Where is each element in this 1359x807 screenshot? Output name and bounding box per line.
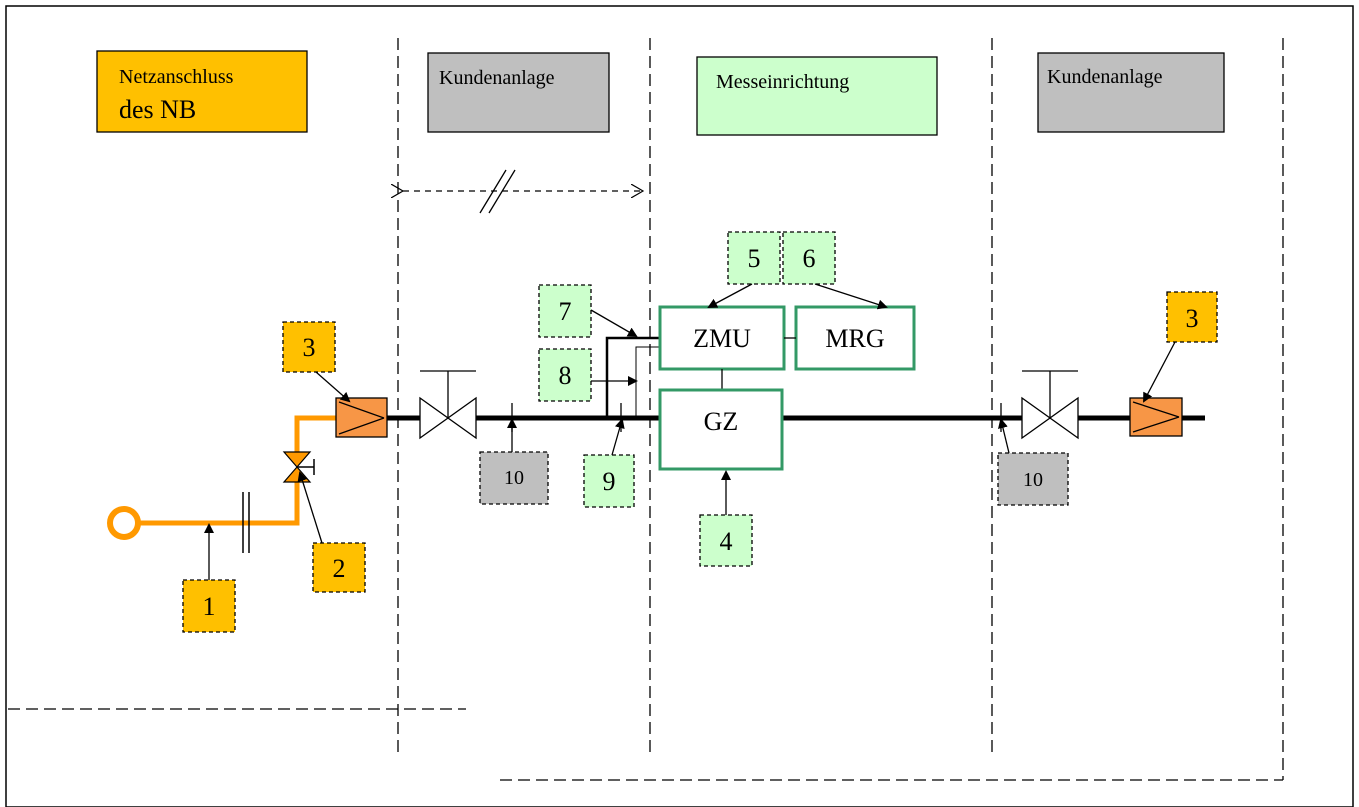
marker-3-left-label: 3: [303, 333, 316, 362]
netzanschluss-label-line2: des NB: [119, 95, 196, 124]
interrupted-span-arrow: [403, 169, 643, 214]
marker-5: 5: [727, 231, 781, 285]
main-shutoff-valve-icon: [282, 451, 315, 483]
marker-3-left: 3: [282, 321, 336, 373]
marker-2-label: 2: [333, 554, 346, 583]
messeinrichtung-label: Messeinrichtung: [716, 71, 849, 93]
marker-9-label: 9: [603, 467, 616, 496]
main-pipe-circle: [107, 506, 141, 540]
marker-8: 8: [538, 348, 592, 402]
marker-1: 1: [182, 579, 236, 633]
section-messeinrichtung: Messeinrichtung: [696, 56, 938, 136]
marker-2: 2: [312, 542, 366, 593]
marker-4-label: 4: [720, 527, 733, 556]
section-dividers: [8, 38, 1284, 781]
marker-10-right-label: 10: [1023, 469, 1043, 491]
marker-9: 9: [583, 454, 635, 508]
marker-7: 7: [538, 284, 592, 338]
kundenanlage-right-label: Kundenanlage: [1047, 66, 1163, 88]
zmu-temp-line: [635, 346, 660, 418]
mrg-label: MRG: [825, 324, 884, 353]
customer-valve-left-icon: [419, 370, 477, 440]
insulating-connector-left-icon: [335, 397, 388, 438]
section-kundenanlage-left: Kundenanlage: [427, 52, 610, 133]
insulating-connector-right-icon: [1129, 397, 1183, 437]
marker-5-label: 5: [748, 244, 761, 273]
marker-7-label: 7: [559, 297, 572, 326]
service-pipe: [107, 415, 336, 553]
marker-4: 4: [699, 514, 753, 567]
zmu-label: ZMU: [693, 324, 751, 353]
section-kundenanlage-right: Kundenanlage: [1037, 52, 1225, 133]
marker-8-label: 8: [559, 361, 572, 390]
marker-6: 6: [782, 231, 836, 285]
marker-1-label: 1: [203, 592, 216, 621]
marker-6-label: 6: [803, 244, 816, 273]
mrg-device: MRG: [794, 305, 916, 371]
gz-label: GZ: [704, 407, 739, 436]
marker-10-left: 10: [479, 451, 549, 505]
kundenanlage-left-label: Kundenanlage: [439, 67, 555, 89]
customer-valve-right-icon: [1021, 370, 1079, 440]
marker-3-right: 3: [1166, 291, 1218, 343]
marker-3-right-label: 3: [1186, 304, 1199, 333]
marker-10-left-label: 10: [504, 467, 524, 489]
gz-gas-meter: GZ: [658, 388, 784, 471]
netzanschluss-label-line1: Netzanschluss: [119, 66, 234, 88]
marker-10-right: 10: [997, 452, 1069, 506]
section-netzanschluss: Netzanschluss des NB: [96, 50, 308, 133]
leader-arrows: [204, 283, 1176, 580]
zmu-device: ZMU: [658, 305, 786, 371]
zmu-sensor-line: [605, 336, 660, 418]
outer-frame: [5, 5, 1354, 807]
